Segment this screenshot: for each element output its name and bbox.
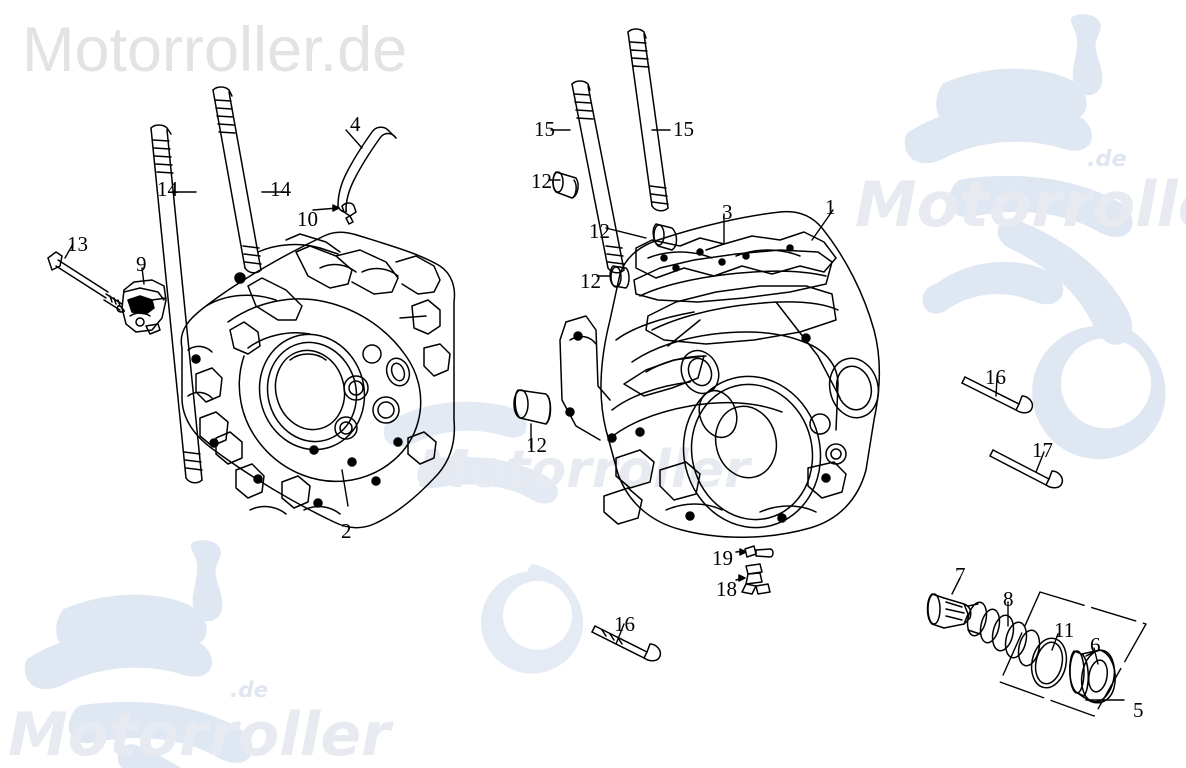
callout-17-bolt-long: 17: [1032, 438, 1053, 462]
callout-12-dowel-pin-d: 12: [526, 433, 547, 457]
bolt-16-a-artwork: [961, 376, 1034, 414]
callout-8-spring: 8: [1003, 587, 1014, 611]
callout-2-crankcase-left: 2: [341, 519, 352, 543]
callout-10-bolt-small: 10: [297, 207, 318, 231]
callout-4-breather-hose: 4: [350, 112, 361, 136]
dowel-pin-12-b-artwork: [652, 223, 678, 251]
callout-12-dowel-pin-a: 12: [531, 169, 552, 193]
callout-19-pin: 19: [712, 546, 733, 570]
callout-14-stud-long-b: 14: [270, 177, 291, 201]
callout-leader-lines: [64, 129, 1125, 701]
bolt-16-b-artwork: [591, 625, 662, 662]
crankcase-right-artwork: [559, 210, 880, 538]
watermark-brand-right-text: Motorroller: [855, 168, 1186, 241]
watermark-brand-bottomleft-suffix: .de: [230, 678, 269, 703]
stud-15-a-artwork: [571, 80, 625, 274]
callout-15-stud-long-c: 15: [534, 117, 555, 141]
callout-12-dowel-pin-b: 12: [589, 219, 610, 243]
callout-1-crankcase-right: 1: [825, 195, 836, 219]
watermark-brand-right: Motorroller .de: [855, 146, 1186, 241]
watermark-top-text: Motorroller.de: [22, 15, 408, 85]
watermark-brand-bottomleft-text: Motorroller: [8, 700, 391, 768]
pin-19-artwork: [735, 545, 774, 558]
callout-3-gasket: 3: [722, 200, 733, 224]
dowel-pin-12-c-artwork: [609, 265, 630, 289]
stud-15-b-artwork: [627, 28, 669, 212]
callout-7-filter-rotor: 7: [955, 563, 966, 587]
callout-6-filter-cap: 6: [1090, 633, 1101, 657]
callout-5-oil-filter-set: 5: [1133, 698, 1144, 722]
callout-16-bolt-b: 16: [614, 612, 635, 636]
callout-12-dowel-pin-c: 12: [580, 269, 601, 293]
bolt-17-artwork: [989, 449, 1064, 489]
callout-9-bracket: 9: [136, 252, 147, 276]
callout-13-stud-bolt: 13: [67, 232, 88, 256]
stud-14-b-artwork: [212, 86, 262, 274]
oil-filter-set-artwork: [926, 591, 1147, 717]
bracket-9-artwork: [121, 279, 167, 335]
callout-16-bolt-a: 16: [985, 365, 1006, 389]
callout-14-stud-long-a: 14: [157, 177, 178, 201]
crankcase-left-artwork: [180, 231, 456, 529]
watermark-brand-bottomleft: Motorroller .de: [8, 678, 391, 768]
callout-15-stud-long-d: 15: [673, 117, 694, 141]
callout-11-o-ring: 11: [1054, 618, 1075, 642]
stud-14-a-artwork: [150, 124, 203, 484]
dowel-pin-12-a-artwork: [552, 171, 579, 199]
dowel-pin-12-d-artwork: [513, 389, 552, 425]
oil-jet-18-artwork: [735, 563, 771, 595]
watermark-brand-right-suffix: .de: [1087, 146, 1127, 172]
callout-18-oil-jet: 18: [716, 577, 737, 601]
bolt-10-artwork: [312, 202, 357, 225]
